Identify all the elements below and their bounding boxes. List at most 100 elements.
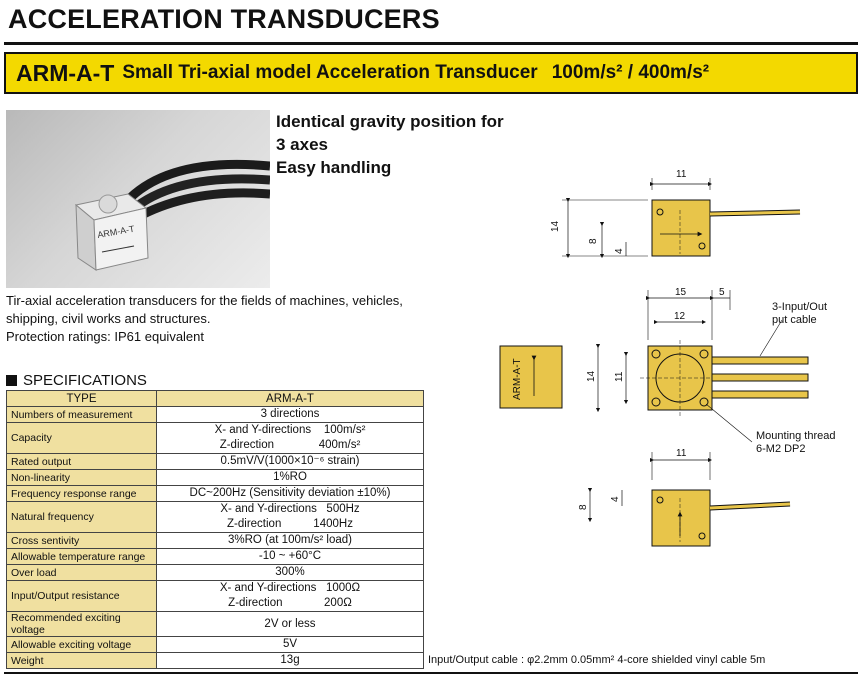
spec-label: Weight [6, 652, 157, 669]
title-rule [4, 42, 858, 45]
table-header-row: TYPE ARM-A-T [6, 390, 424, 407]
spec-value-line: 5V [282, 638, 298, 650]
dim-top-4: 4 [614, 248, 625, 254]
spec-value: -10 ~ +60°C [156, 548, 424, 565]
spec-value-line: 2V or less [264, 617, 316, 630]
callout-thread: Mounting thread 6-M2 DP2 [756, 430, 836, 456]
spec-label: Numbers of measurement [6, 406, 157, 423]
spec-value-line: -10 ~ +60°C [258, 550, 322, 562]
callout-line: put cable [772, 314, 817, 326]
table-row: Recommended exciting voltage 2V or less [6, 611, 424, 637]
table-row: Rated output 0.5mV/V(1000×10⁻⁶ strain) [6, 453, 424, 470]
dim-front-15: 15 [675, 287, 687, 298]
callout-line: Mounting thread [756, 430, 836, 442]
table-row: Allowable temperature range -10 ~ +60°C [6, 548, 424, 565]
spec-value-line: Z-direction 1400Hz [227, 518, 353, 530]
spec-value: 0.5mV/V(1000×10⁻⁶ strain) [156, 453, 424, 470]
spec-heading: SPECIFICATIONS [6, 372, 147, 389]
dim-top-8: 8 [588, 238, 599, 244]
spec-label: Over load [6, 564, 157, 581]
model-band: ARM-A-T Small Tri-axial model Accelerati… [4, 52, 858, 94]
spec-label: Input/Output resistance [6, 580, 157, 612]
spec-label: Capacity [6, 422, 157, 454]
dim-top-height: 14 [550, 220, 561, 232]
bottom-rule [4, 672, 858, 674]
spec-value: 300% [156, 564, 424, 581]
product-illustration: ARM-A-T [74, 159, 270, 271]
intro-text: Tir-axial acceleration transducers for t… [6, 293, 403, 326]
table-row: Weight 13g [6, 652, 424, 669]
spec-value-line: 1%RO [273, 471, 307, 483]
dim-front-11: 11 [614, 371, 625, 382]
dim-front-12: 12 [674, 311, 686, 322]
table-row: Numbers of measurement 3 directions [6, 406, 424, 423]
spec-value-line: X- and Y-directions 500Hz [220, 503, 360, 515]
spec-value: X- and Y-directions 1000Ω Z-direction 200… [156, 580, 424, 612]
spec-value-line: X- and Y-directions 100m/s² [214, 424, 366, 436]
protection-text: Protection ratings: IP61 equivalent [6, 329, 205, 344]
spec-label: Allowable temperature range [6, 548, 157, 565]
square-bullet-icon [6, 375, 17, 386]
spec-table: TYPE ARM-A-T Numbers of measurement 3 dir… [6, 390, 424, 669]
spec-value: 3 directions [156, 406, 424, 423]
spec-value-line: Z-direction 400m/s² [219, 439, 361, 451]
top-view: 11 14 8 4 [550, 169, 801, 259]
table-row: Over load 300% [6, 564, 424, 581]
side-view: ARM-A-T [499, 345, 563, 409]
callout-line: 3-Input/Out [772, 301, 828, 313]
product-photo: ARM-A-T [6, 110, 270, 288]
dim-front-5: 5 [719, 287, 725, 298]
spec-value: DC~200Hz (Sensitivity deviation ±10%) [156, 485, 424, 502]
feature-item: Easy handling [276, 158, 392, 177]
spec-value-line: 3%RO (at 100m/s² load) [228, 534, 352, 546]
spec-value: 5V [156, 636, 424, 653]
model-name: ARM-A-T [16, 59, 115, 86]
spec-value-line: Z-direction 200Ω [228, 597, 352, 609]
spec-label: Frequency response range [6, 485, 157, 502]
spec-value-line: X- and Y-directions 1000Ω [219, 582, 361, 594]
table-row: Cross sentivity 3%RO (at 100m/s² load) [6, 532, 424, 549]
table-header-cell: TYPE [6, 390, 157, 407]
spec-value: 1%RO [156, 469, 424, 486]
spec-label: Recommended exciting voltage [6, 611, 157, 637]
model-description: Small Tri-axial model Acceleration Trans… [122, 62, 538, 83]
table-header-cell: ARM-A-T [156, 390, 424, 407]
page-title: ACCELERATION TRANSDUCERS [8, 4, 440, 34]
spec-value-line: 300% [275, 566, 305, 578]
feature-item: 3 axes [276, 135, 328, 154]
spec-label: Cross sentivity [6, 532, 157, 549]
model-range: 100m/s² / 400m/s² [551, 62, 710, 83]
spec-value-line: 13g [280, 654, 300, 666]
feature-list: Identical gravity position for 3 axes Ea… [276, 110, 504, 179]
cable-note: Input/Output cable : φ2.2mm 0.05mm² 4-co… [428, 654, 766, 666]
spec-value: 2V or less [156, 611, 424, 637]
table-row: Capacity X- and Y-directions 100m/s² Z-dir… [6, 422, 424, 454]
dim-bottom-8: 8 [578, 504, 589, 510]
dim-bottom-width: 11 [676, 448, 687, 459]
spec-value-line: DC~200Hz (Sensitivity deviation ±10%) [189, 487, 391, 499]
spec-label: Non-linearity [6, 469, 157, 486]
dimension-drawings: 11 14 8 4 15 5 12 [499, 169, 809, 547]
table-row: Allowable exciting voltage 5V [6, 636, 424, 653]
bottom-view: 11 8 4 [578, 448, 791, 547]
spec-label: Allowable exciting voltage [6, 636, 157, 653]
spec-label: Rated output [6, 453, 157, 470]
front-view: 15 5 12 14 11 [586, 287, 809, 443]
spec-value: 13g [156, 652, 424, 669]
spec-label: Natural frequency [6, 501, 157, 533]
callout-cable: 3-Input/Out put cable [772, 301, 827, 327]
dim-front-14: 14 [586, 370, 597, 382]
spec-value-line: 0.5mV/V(1000×10⁻⁶ strain) [220, 455, 360, 467]
spec-value: 3%RO (at 100m/s² load) [156, 532, 424, 549]
dim-top-width: 11 [676, 169, 687, 180]
feature-item: Identical gravity position for [276, 112, 504, 131]
spec-value-line: 3 directions [260, 408, 320, 420]
spec-heading-text: SPECIFICATIONS [23, 372, 147, 389]
table-row: Non-linearity 1%RO [6, 469, 424, 486]
table-row: Frequency response range DC~200Hz (Sensit… [6, 485, 424, 502]
dim-bottom-4: 4 [610, 496, 621, 502]
callout-line: 6-M2 DP2 [756, 443, 806, 455]
